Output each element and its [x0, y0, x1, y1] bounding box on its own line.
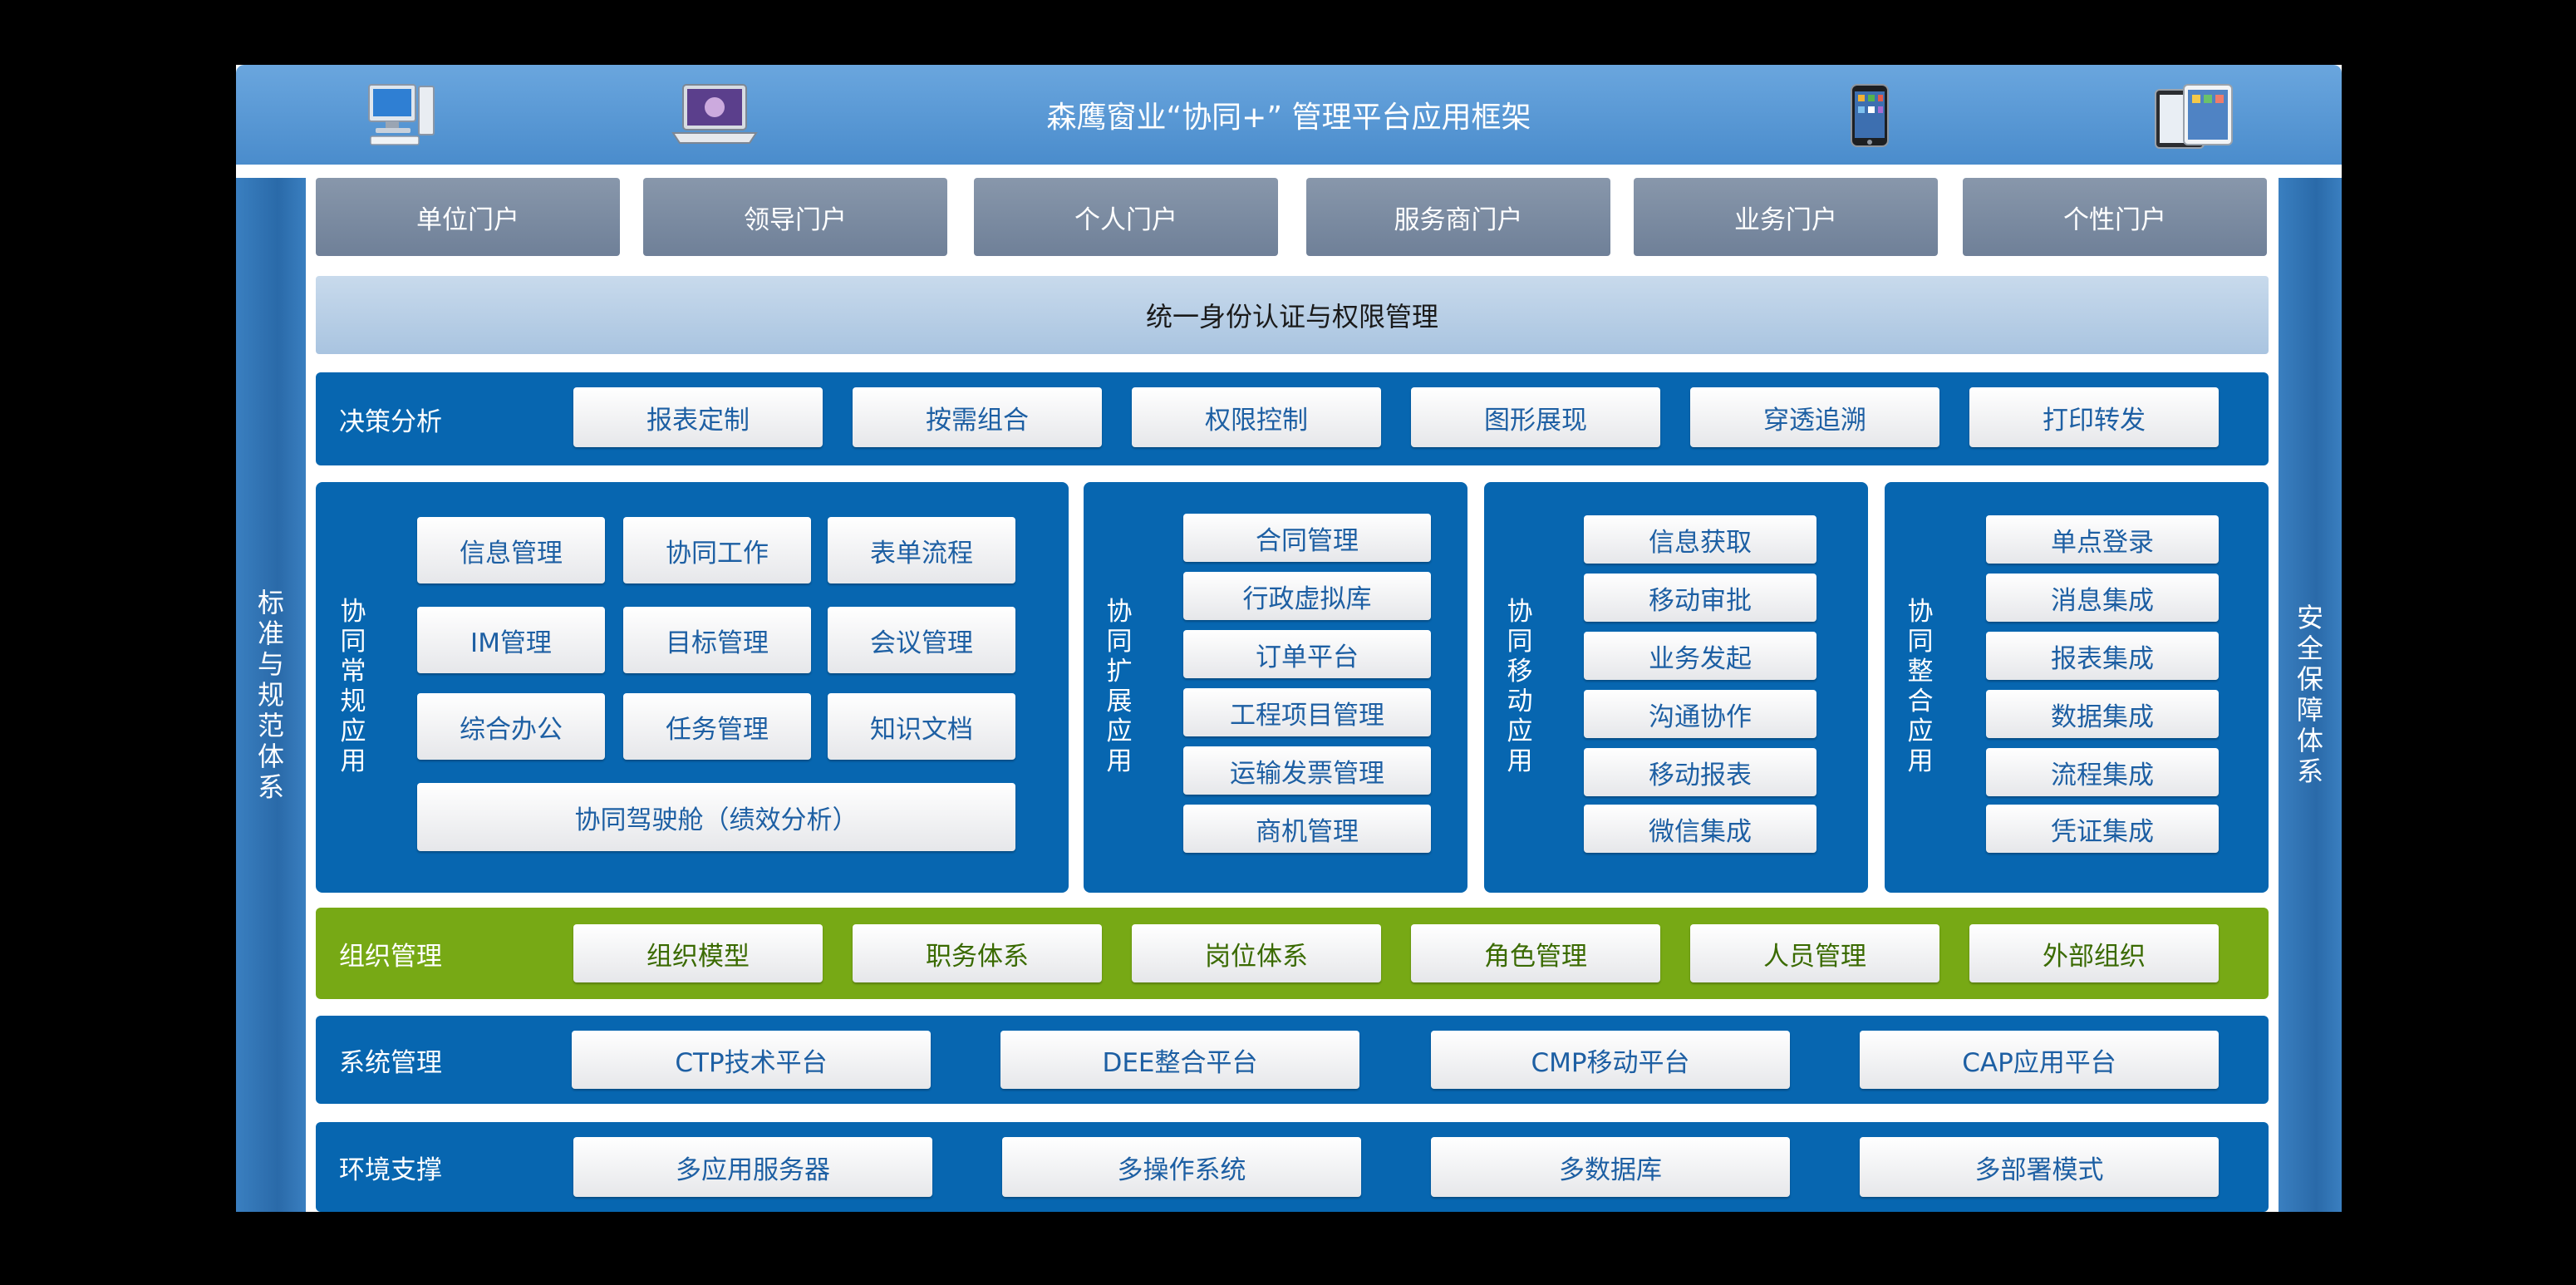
environment-support-label: 环境支撑 [339, 1155, 442, 1185]
regular-item-cockpit[interactable]: 协同驾驶舱（绩效分析） [417, 783, 1015, 851]
decision-item-permission[interactable]: 权限控制 [1132, 387, 1381, 447]
extended-item-order[interactable]: 订单平台 [1183, 630, 1431, 678]
mobile-item-approval[interactable]: 移动审批 [1584, 574, 1816, 622]
unified-auth-bar: 统一身份认证与权限管理 [316, 276, 2269, 354]
header-bar: 森鹰窗业“协同+” 管理平台应用框架 [236, 65, 2342, 165]
mobile-item-report[interactable]: 移动报表 [1584, 748, 1816, 796]
decision-item-print[interactable]: 打印转发 [1969, 387, 2219, 447]
integration-item-process[interactable]: 流程集成 [1986, 748, 2219, 796]
regular-item-im[interactable]: IM管理 [417, 607, 605, 673]
regular-item-meeting[interactable]: 会议管理 [828, 607, 1015, 673]
extended-item-virtual-library[interactable]: 行政虚拟库 [1183, 572, 1431, 620]
decision-item-graphics[interactable]: 图形展现 [1411, 387, 1660, 447]
portal-leader[interactable]: 领导门户 [643, 178, 947, 256]
integration-item-message[interactable]: 消息集成 [1986, 574, 2219, 622]
portal-personal[interactable]: 个人门户 [974, 178, 1278, 256]
tablet-icon [2152, 83, 2235, 155]
regular-item-goal[interactable]: 目标管理 [623, 607, 811, 673]
system-item-cap[interactable]: CAP应用平台 [1860, 1031, 2219, 1089]
system-item-ctp[interactable]: CTP技术平台 [572, 1031, 931, 1089]
mobile-item-communication[interactable]: 沟通协作 [1584, 690, 1816, 738]
portal-custom[interactable]: 个性门户 [1963, 178, 2267, 256]
mobile-item-info-fetch[interactable]: 信息获取 [1584, 515, 1816, 564]
left-side-column: 标准与规范体系 [236, 178, 306, 1212]
module-regular-label: 协同常规应用 [340, 597, 366, 776]
integration-item-data[interactable]: 数据集成 [1986, 690, 2219, 738]
extended-item-contract[interactable]: 合同管理 [1183, 514, 1431, 562]
org-item-external[interactable]: 外部组织 [1969, 924, 2219, 982]
org-item-model[interactable]: 组织模型 [573, 924, 823, 982]
env-item-database[interactable]: 多数据库 [1431, 1137, 1790, 1197]
module-integration-label: 协同整合应用 [1907, 597, 1934, 776]
integration-item-sso[interactable]: 单点登录 [1986, 515, 2219, 564]
org-item-personnel[interactable]: 人员管理 [1690, 924, 1939, 982]
env-item-app-server[interactable]: 多应用服务器 [573, 1137, 932, 1197]
module-mobile-label: 协同移动应用 [1507, 597, 1533, 776]
env-item-os[interactable]: 多操作系统 [1002, 1137, 1361, 1197]
decision-item-drilldown[interactable]: 穿透追溯 [1690, 387, 1939, 447]
portal-service-provider[interactable]: 服务商门户 [1306, 178, 1610, 256]
right-side-column: 安全保障体系 [2279, 178, 2342, 1212]
regular-item-office[interactable]: 综合办公 [417, 693, 605, 760]
regular-item-info[interactable]: 信息管理 [417, 517, 605, 583]
system-management-label: 系统管理 [339, 1047, 442, 1078]
integration-item-report[interactable]: 报表集成 [1986, 632, 2219, 680]
extended-item-project[interactable]: 工程项目管理 [1183, 688, 1431, 736]
desktop-computer-icon [364, 81, 439, 151]
laptop-icon [668, 80, 761, 153]
mobile-item-wechat[interactable]: 微信集成 [1584, 805, 1816, 853]
system-item-dee[interactable]: DEE整合平台 [1000, 1031, 1359, 1089]
regular-item-form-flow[interactable]: 表单流程 [828, 517, 1015, 583]
portal-business[interactable]: 业务门户 [1634, 178, 1938, 256]
standards-system-label: 标准与规范体系 [257, 586, 284, 803]
mobile-item-initiate[interactable]: 业务发起 [1584, 632, 1816, 680]
regular-item-task[interactable]: 任务管理 [623, 693, 811, 760]
module-extended-label: 协同扩展应用 [1106, 597, 1133, 776]
regular-item-collab[interactable]: 协同工作 [623, 517, 811, 583]
system-item-cmp[interactable]: CMP移动平台 [1431, 1031, 1790, 1089]
smartphone-icon [1846, 83, 1893, 153]
extended-item-invoice[interactable]: 运输发票管理 [1183, 746, 1431, 795]
org-item-duty[interactable]: 职务体系 [853, 924, 1102, 982]
security-system-label: 安全保障体系 [2296, 602, 2323, 787]
org-item-role[interactable]: 角色管理 [1411, 924, 1660, 982]
decision-item-on-demand[interactable]: 按需组合 [853, 387, 1102, 447]
extended-item-opportunity[interactable]: 商机管理 [1183, 805, 1431, 853]
env-item-deployment[interactable]: 多部署模式 [1860, 1137, 2219, 1197]
decision-analysis-label: 决策分析 [339, 406, 442, 437]
integration-item-voucher[interactable]: 凭证集成 [1986, 805, 2219, 853]
regular-item-knowledge[interactable]: 知识文档 [828, 693, 1015, 760]
portal-unit[interactable]: 单位门户 [316, 178, 620, 256]
decision-item-report-custom[interactable]: 报表定制 [573, 387, 823, 447]
diagram-title: 森鹰窗业“协同+” 管理平台应用框架 [1046, 101, 1531, 135]
org-management-label: 组织管理 [339, 941, 442, 972]
org-item-post[interactable]: 岗位体系 [1132, 924, 1381, 982]
